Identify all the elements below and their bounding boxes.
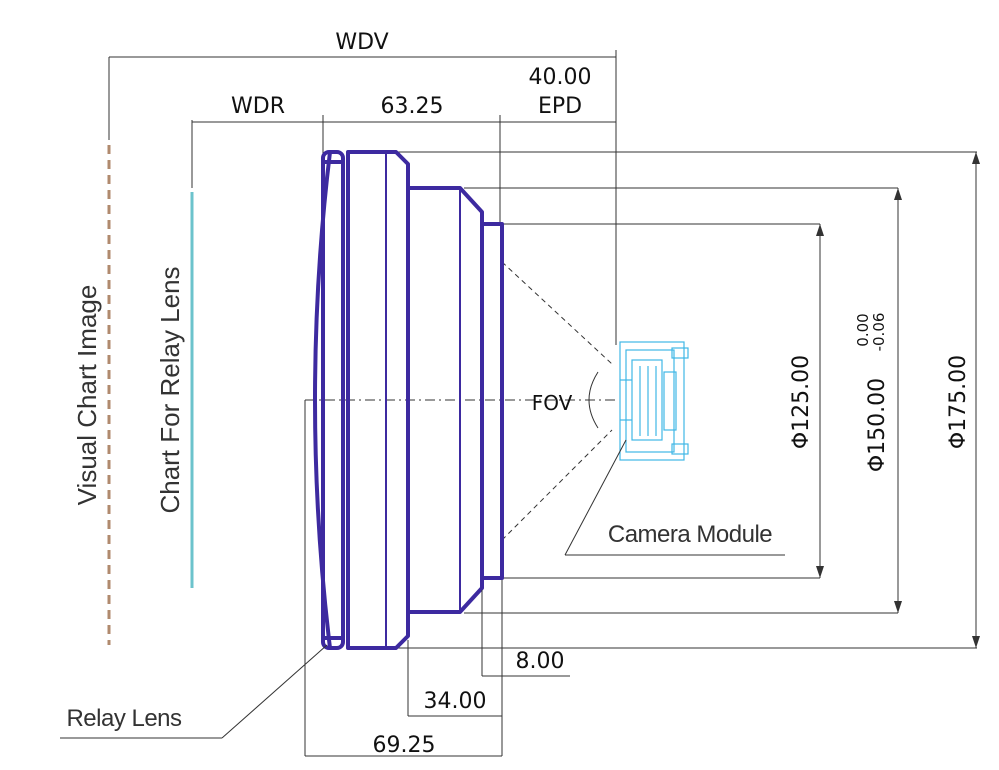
dia-175: Φ175.00 <box>946 355 971 449</box>
visual-chart-image-label: Visual Chart Image <box>72 285 102 506</box>
dia-150: Φ150.00 <box>865 378 890 472</box>
relay-chart-label: Chart For Relay Lens <box>155 266 185 513</box>
camera-module <box>619 341 689 461</box>
wdv-label: WDV <box>335 30 388 55</box>
dim-40-00: 40.00 <box>529 65 592 90</box>
dim-69-25: 69.25 <box>373 733 436 758</box>
tol-lower: -0.06 <box>870 313 888 352</box>
dim-63-25: 63.25 <box>381 94 444 119</box>
dim-34-00: 34.00 <box>424 689 487 714</box>
epd-label: EPD <box>538 94 582 119</box>
wdr-label: WDR <box>231 94 285 119</box>
relay-lens-label: Relay Lens <box>66 705 182 732</box>
relay-lens-body <box>313 150 504 650</box>
tol-upper: 0.00 <box>854 313 872 346</box>
dia-125: Φ125.00 <box>789 355 814 449</box>
camera-module-label: Camera Module <box>608 521 772 548</box>
fov-label: FOV <box>532 391 573 415</box>
dim-8-00: 8.00 <box>516 649 565 674</box>
